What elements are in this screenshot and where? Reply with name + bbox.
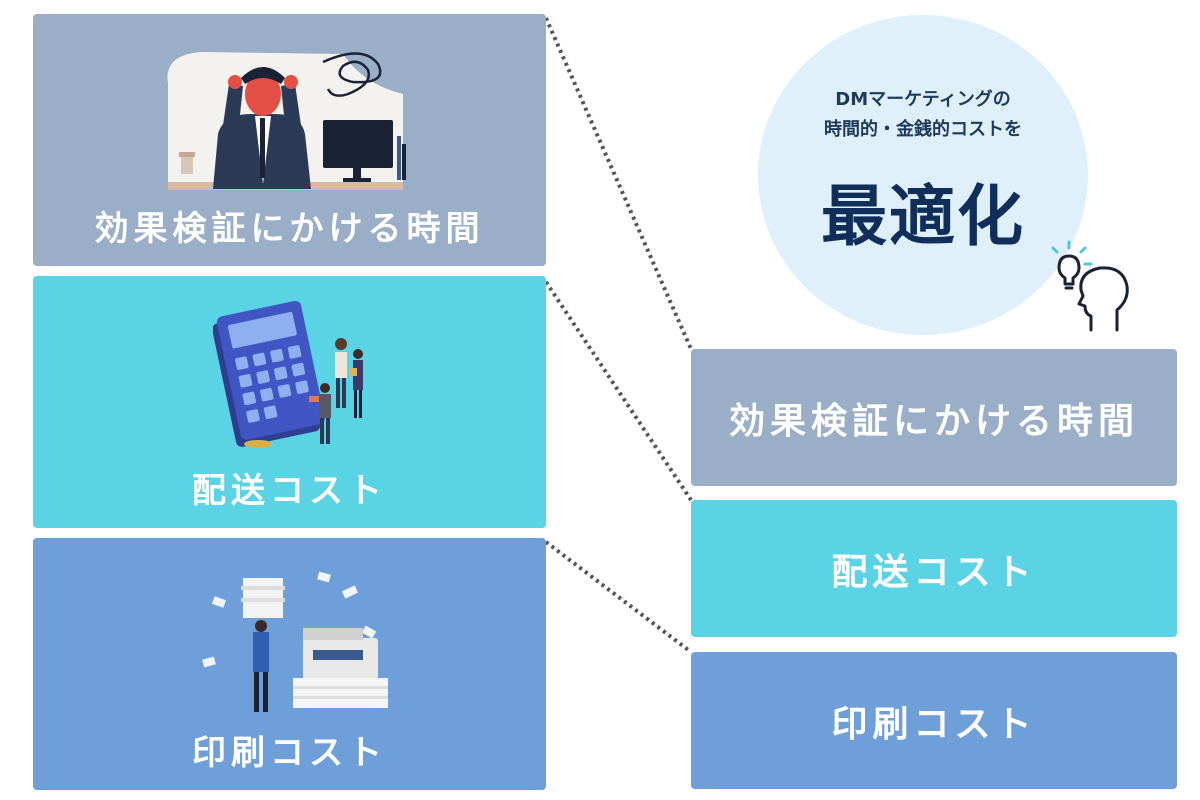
right-panel-time: 効果検証にかける時間 — [691, 349, 1177, 486]
right-panel-printing: 印刷コスト — [691, 652, 1177, 789]
connector-line-1 — [544, 17, 693, 350]
left-panel-label: 印刷コスト — [192, 733, 387, 773]
optimization-bubble: DMマーケティングの 時間的・金銭的コストを 最適化 — [758, 15, 1088, 335]
stressed-office-worker-illustration — [167, 52, 406, 190]
bubble-line-2: 時間的・金銭的コストを — [824, 119, 1022, 140]
connector-line-2 — [544, 280, 693, 502]
left-panel-printing: 印刷コスト — [33, 538, 546, 790]
bubble-line-1: DMマーケティングの — [835, 89, 1011, 110]
right-panel-label: 配送コスト — [831, 551, 1037, 593]
right-panel-label: 効果検証にかける時間 — [728, 400, 1139, 442]
connector-line-3 — [544, 540, 693, 654]
bubble-headline: 最適化 — [821, 178, 1025, 255]
left-panel-label: 効果検証にかける時間 — [94, 209, 485, 249]
thinking-head-lightbulb-icon — [1051, 240, 1129, 332]
right-panel-delivery: 配送コスト — [691, 500, 1177, 637]
left-panel-delivery: 配送コスト — [33, 276, 546, 528]
left-panel-time: 効果検証にかける時間 — [33, 14, 546, 266]
calculator-and-people-illustration — [213, 300, 363, 448]
paper-stack-and-printer-illustration — [202, 571, 388, 712]
left-panel-label: 配送コスト — [192, 471, 387, 511]
right-panel-label: 印刷コスト — [831, 703, 1037, 745]
